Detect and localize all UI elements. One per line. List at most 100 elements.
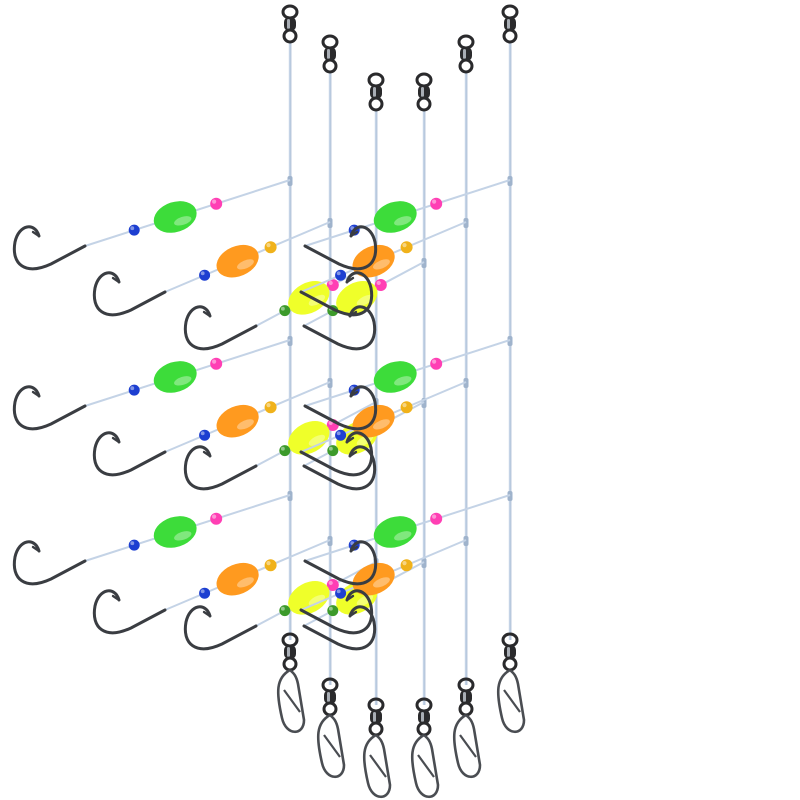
- swivel-eye-top: [281, 4, 299, 20]
- swivel-eye-bottom: [368, 96, 384, 112]
- float-body: [352, 562, 395, 596]
- swivel-highlight: [373, 712, 376, 722]
- fishing-hook: [92, 431, 167, 477]
- fishing-hook: [302, 605, 377, 651]
- snap-clip: [410, 733, 440, 799]
- float-shine: [308, 434, 326, 446]
- bead-near: [264, 241, 277, 254]
- swivel-highlight: [327, 692, 330, 702]
- bead-near: [210, 197, 223, 210]
- float-shine: [373, 577, 390, 588]
- float-shine: [394, 376, 412, 386]
- bead-near: [374, 279, 387, 292]
- fishing-hook: [12, 225, 87, 271]
- float: [373, 201, 417, 233]
- float: [216, 562, 259, 596]
- bead-near: [400, 559, 413, 572]
- bead-shine: [402, 403, 407, 408]
- top-swivel: [501, 4, 519, 44]
- swivel-eye-bottom: [322, 701, 338, 717]
- bottom-snap: [496, 632, 526, 734]
- bead-hook: [128, 384, 140, 396]
- bead-shine: [212, 359, 217, 364]
- hook-barb: [31, 545, 41, 553]
- bead-near: [210, 512, 223, 525]
- bead-shine: [328, 280, 333, 286]
- float-body: [216, 562, 259, 596]
- float: [288, 421, 330, 455]
- hook-barb: [349, 230, 359, 238]
- dropper-branch: [12, 176, 293, 271]
- bead-shine: [328, 580, 333, 586]
- bead-hook: [335, 269, 347, 281]
- rig-4: [302, 72, 440, 799]
- dropper-branch: [12, 491, 293, 586]
- bead-shine: [432, 359, 437, 364]
- bead-shine: [328, 446, 333, 451]
- rig-2: [92, 34, 346, 779]
- snap-latch: [323, 734, 341, 758]
- swivel-eye-top: [367, 72, 385, 88]
- bead-near: [326, 579, 339, 592]
- bottom-snap: [410, 697, 440, 799]
- fishing-hook: [303, 385, 378, 431]
- bottom-snap: [276, 632, 306, 734]
- bead-shine: [266, 243, 271, 248]
- float-body: [336, 281, 378, 315]
- rig-1: [12, 4, 306, 734]
- bead-hook: [128, 539, 140, 551]
- dropper-branch: [302, 258, 427, 351]
- bead-shine: [200, 271, 205, 276]
- bead-shine: [328, 420, 333, 426]
- fishing-hook: [303, 225, 378, 271]
- float-body: [153, 201, 197, 233]
- swivel-eye-top: [415, 72, 433, 88]
- bead-shine: [402, 561, 407, 566]
- hook-barb: [348, 450, 358, 458]
- swivel-highlight: [287, 647, 290, 657]
- hook-barb: [202, 450, 212, 458]
- bead-shine: [280, 306, 285, 311]
- swivel-eye-bottom: [282, 656, 298, 672]
- float-shine: [308, 594, 326, 606]
- float-shine: [174, 376, 192, 386]
- fishing-hook: [302, 305, 377, 351]
- fishing-hook: [303, 540, 378, 586]
- top-swivel: [321, 34, 339, 74]
- hook-barb: [348, 610, 358, 618]
- bead-shine: [266, 403, 271, 408]
- snap-latch: [283, 689, 301, 713]
- swivel-highlight: [463, 692, 466, 702]
- snap-clip: [452, 713, 482, 779]
- dropper-branch: [183, 258, 379, 351]
- hook-barb: [111, 276, 121, 284]
- bead-shine: [336, 589, 341, 594]
- bead-hook: [279, 305, 291, 317]
- float-body: [373, 201, 417, 233]
- float-shine: [237, 577, 254, 588]
- float-body: [288, 581, 330, 615]
- bead-shine: [200, 589, 205, 594]
- hook-barb: [349, 390, 359, 398]
- float: [216, 404, 259, 438]
- bead-near: [400, 401, 413, 414]
- fishing-hook: [92, 271, 167, 317]
- bead-shine: [266, 561, 271, 566]
- rig-6: [303, 4, 526, 734]
- bead-hook: [327, 445, 339, 457]
- top-swivel: [367, 72, 385, 112]
- snap-latch: [503, 689, 521, 713]
- fishing-hook: [183, 445, 258, 491]
- dropper-branch: [303, 336, 513, 431]
- hook-barb: [349, 545, 359, 553]
- float: [288, 581, 330, 615]
- float-shine: [174, 531, 192, 541]
- swivel-highlight: [507, 647, 510, 657]
- swivel-highlight: [327, 49, 330, 59]
- swivel-eye-bottom: [416, 96, 432, 112]
- float: [153, 516, 197, 548]
- swivel-highlight: [463, 49, 466, 59]
- float-shine: [174, 216, 192, 226]
- swivel-eye-bottom: [282, 28, 298, 44]
- swivel-eye-bottom: [502, 28, 518, 44]
